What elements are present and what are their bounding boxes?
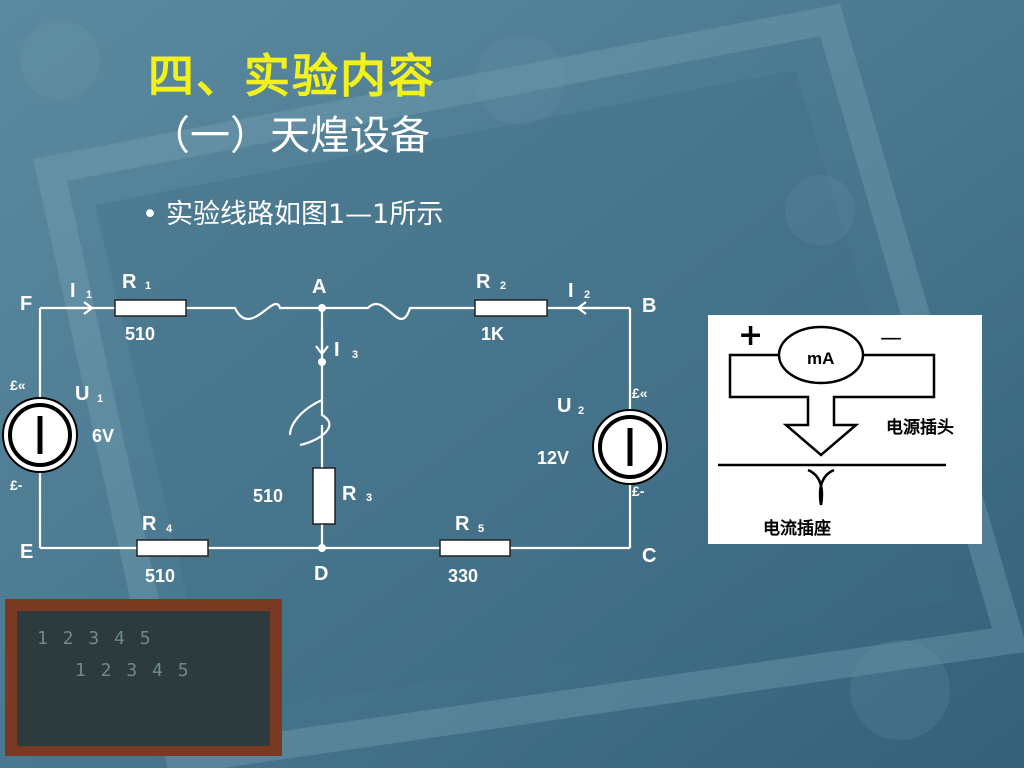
bullet-text: 实验线路如图1—1所示 (166, 199, 444, 230)
r4-sub: 4 (166, 523, 173, 535)
r4-name: R (142, 513, 157, 535)
current-i1-sub: 1 (86, 289, 92, 301)
meter-plug-legend: + — mA 电源插头 电流插座 (708, 315, 982, 544)
chalk-line-1: 1 2 3 4 5 (37, 628, 153, 649)
chalk-line-2: 1 2 3 4 5 (75, 660, 191, 681)
r3-name: R (342, 483, 357, 505)
r4-value: 510 (145, 566, 175, 586)
bullet-item: • 实验线路如图1—1所示 (142, 192, 443, 231)
r5-sub: 5 (478, 523, 484, 535)
slide-title: 四、实验内容 (148, 49, 436, 103)
node-c-label: C (642, 545, 656, 567)
resistor-r2 (474, 299, 548, 317)
r3-value: 510 (253, 486, 283, 506)
current-i1-label: I (70, 280, 76, 302)
node-a-label: A (312, 276, 326, 298)
r5-value: 330 (448, 566, 478, 586)
legend-socket-label: 电流插座 (763, 518, 831, 539)
u1-plus: £« (10, 377, 26, 393)
u2-value: 12V (537, 448, 569, 468)
slide-subtitle: （一）天煌设备 (150, 113, 430, 159)
r1-sub: 1 (145, 280, 151, 292)
node-d-label: D (314, 563, 328, 585)
node-d-dot (318, 544, 326, 552)
legend-plug-label: 电源插头 (886, 417, 954, 438)
u2-name: U (557, 395, 571, 417)
resistor-r3 (312, 467, 336, 525)
r1-name: R (122, 271, 137, 293)
legend-plus: + (738, 318, 763, 353)
node-f-label: F (20, 293, 32, 315)
u2-sub: 2 (578, 405, 584, 417)
resistor-r4 (136, 539, 209, 557)
r2-sub: 2 (500, 280, 506, 292)
bullet-dot-icon: • (142, 199, 158, 230)
u1-sub: 1 (97, 393, 103, 405)
r1-value: 510 (125, 324, 155, 344)
resistor-r1 (114, 299, 187, 317)
r2-value: 1K (481, 324, 504, 344)
circuit-diagram: F A B C D E I 1 I 2 I 3 R 1 510 R 2 1K R… (2, 271, 668, 586)
source-u1 (2, 397, 78, 473)
resistor-r5 (439, 539, 511, 557)
u2-minus: £- (632, 483, 645, 499)
meter-label: mA (807, 349, 834, 368)
u1-minus: £- (10, 477, 23, 493)
u1-value: 6V (92, 426, 114, 446)
node-e-label: E (20, 541, 33, 563)
legend-minus: — (880, 326, 902, 351)
u2-plus: £« (632, 385, 648, 401)
meter-outline (718, 325, 946, 506)
chalkboard-decoration: 1 2 3 4 5 1 2 3 4 5 (5, 599, 282, 756)
r2-name: R (476, 271, 491, 293)
source-u2 (592, 409, 668, 485)
node-b-label: B (642, 295, 656, 317)
r5-name: R (455, 513, 470, 535)
node-mid-dot (318, 358, 326, 366)
current-i2-label: I (568, 280, 574, 302)
r3-sub: 3 (366, 492, 372, 504)
current-i2-sub: 2 (584, 289, 590, 301)
current-i3-sub: 3 (352, 349, 358, 361)
current-i3-label: I (334, 339, 340, 361)
u1-name: U (75, 383, 89, 405)
node-a-dot (318, 304, 326, 312)
